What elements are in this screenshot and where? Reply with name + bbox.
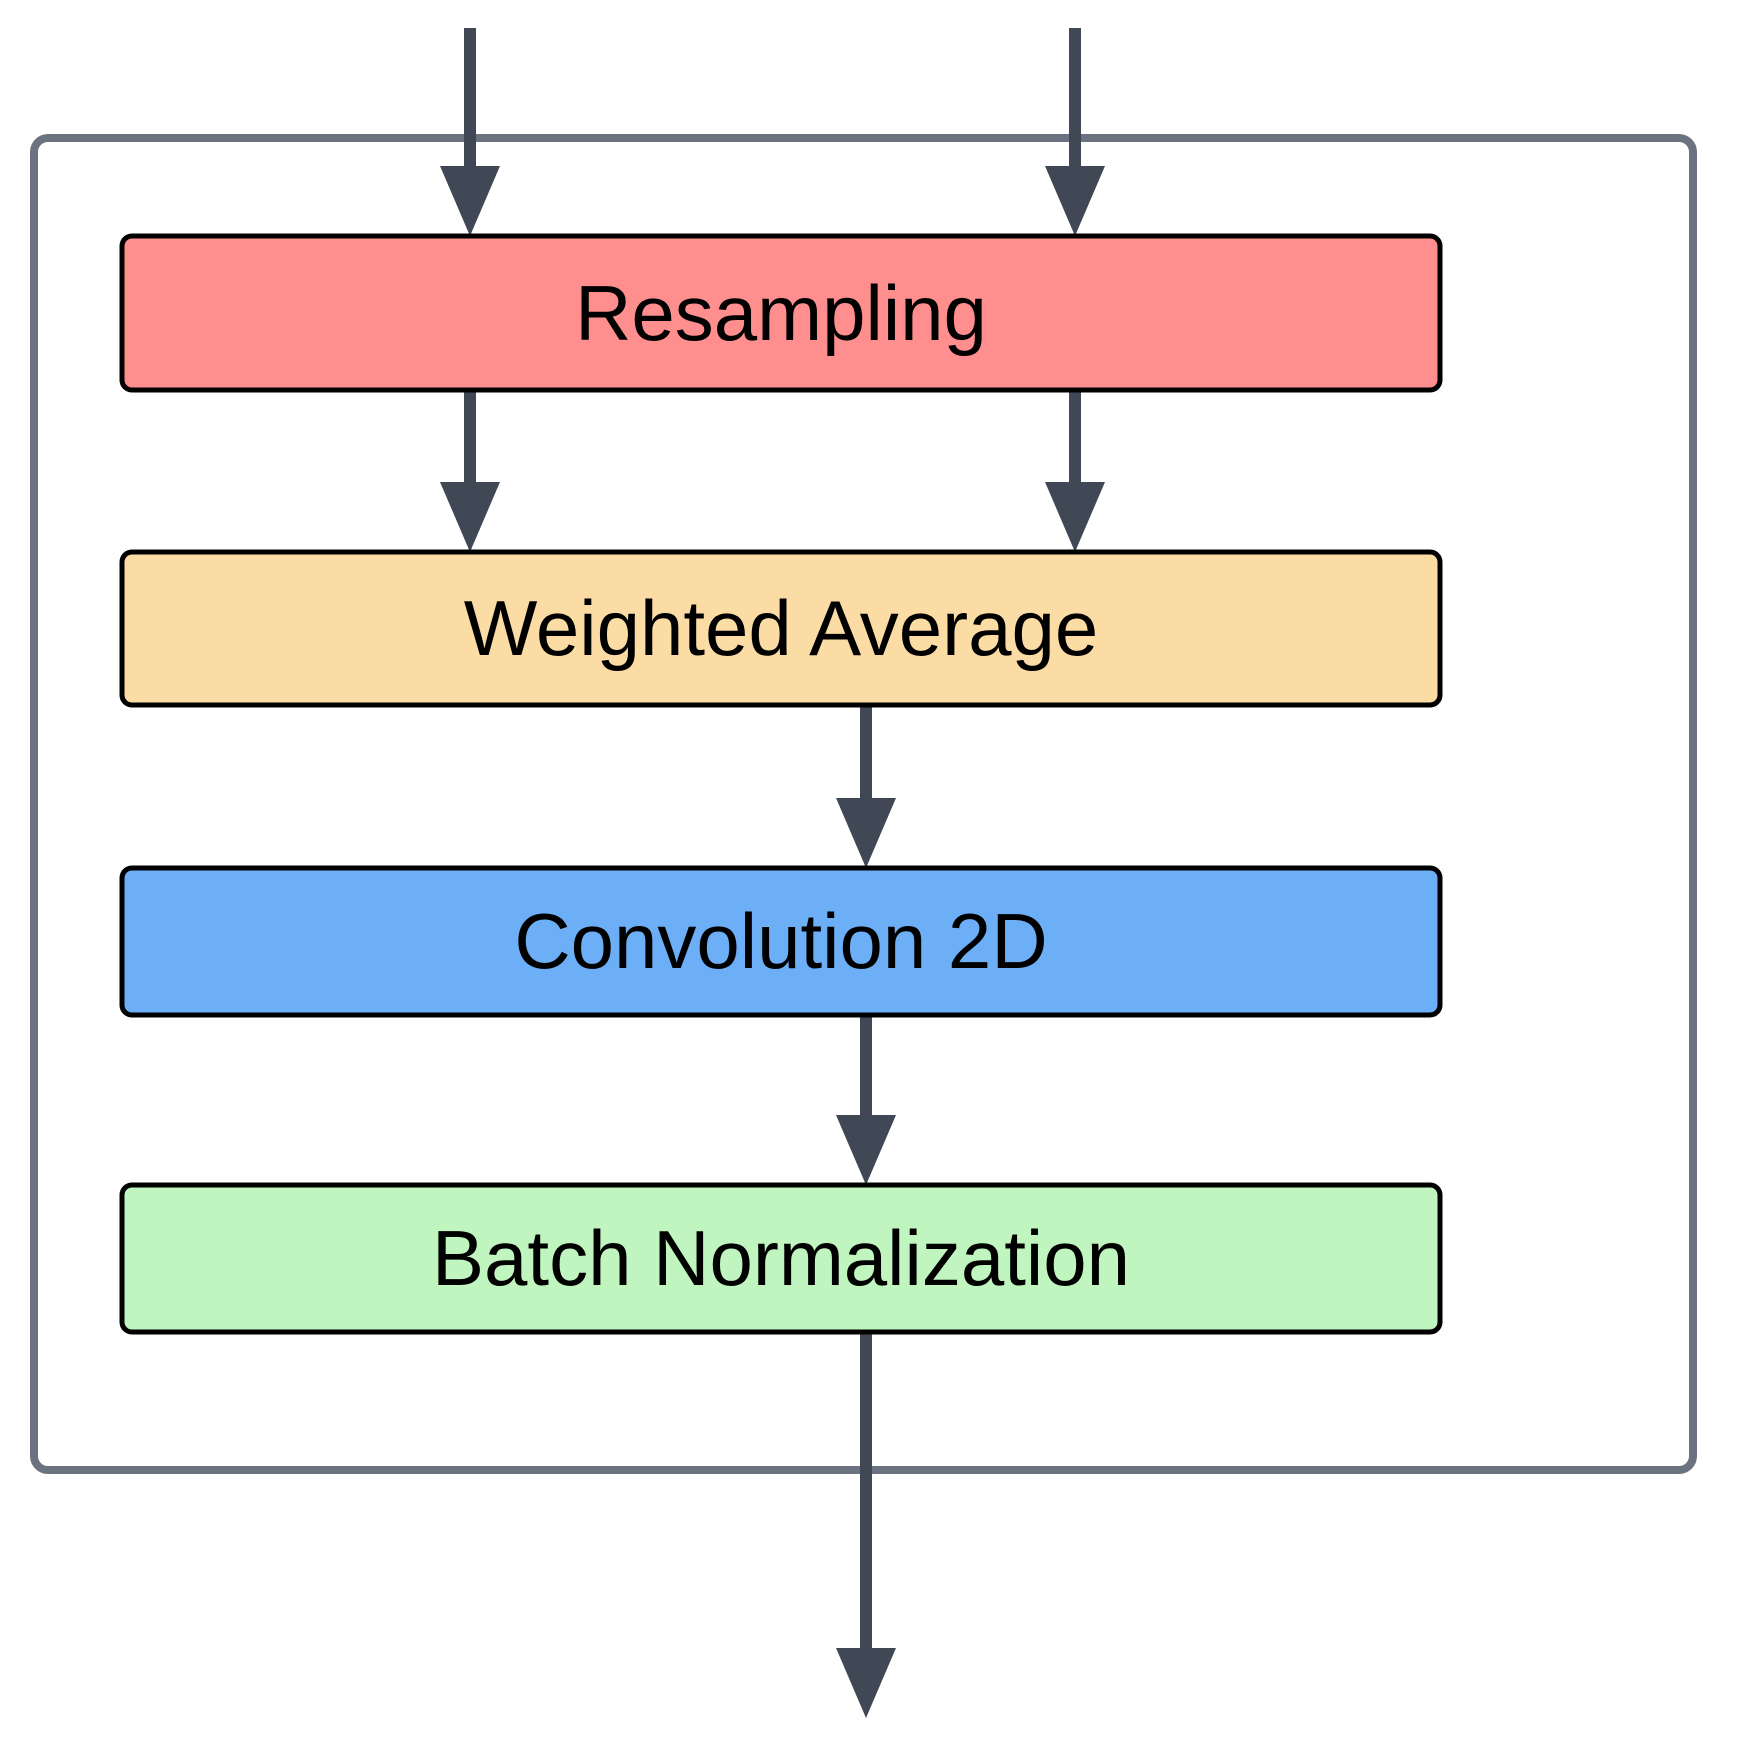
arrowhead-down-icon	[1045, 166, 1105, 236]
node-weighted-average-label: Weighted Average	[464, 584, 1099, 672]
edge-resampling-to-weighted-average-left	[440, 390, 500, 552]
node-resampling-label: Resampling	[575, 269, 987, 357]
arrowhead-down-icon	[836, 798, 896, 868]
arrowhead-down-icon	[836, 1648, 896, 1718]
node-batch-normalization-box[interactable]	[119, 1182, 1443, 1335]
node-batch-normalization[interactable]: Batch Normalization	[119, 1182, 1443, 1335]
arrowhead-down-icon	[1045, 482, 1105, 552]
arrowhead-down-icon	[836, 1115, 896, 1185]
edge-batch-normalization-to-output	[836, 1332, 896, 1718]
node-convolution-2d-label: Convolution 2D	[514, 897, 1047, 985]
arrowhead-down-icon	[440, 166, 500, 236]
arrowhead-down-icon	[440, 482, 500, 552]
node-batch-normalization-label: Batch Normalization	[432, 1214, 1130, 1302]
edge-input-right-to-resampling	[1045, 28, 1105, 236]
node-weighted-average-box[interactable]	[119, 549, 1443, 708]
edge-weighted-average-to-convolution-2d	[836, 705, 896, 868]
node-convolution-2d-box[interactable]	[119, 865, 1443, 1018]
node-convolution-2d[interactable]: Convolution 2D	[119, 865, 1443, 1018]
node-weighted-average[interactable]: Weighted Average	[119, 549, 1443, 708]
node-resampling[interactable]: Resampling	[119, 233, 1443, 393]
node-resampling-box[interactable]	[119, 233, 1443, 393]
edge-input-left-to-resampling	[440, 28, 500, 236]
edge-convolution-2d-to-batch-normalization	[836, 1015, 896, 1185]
edge-resampling-to-weighted-average-right	[1045, 390, 1105, 552]
